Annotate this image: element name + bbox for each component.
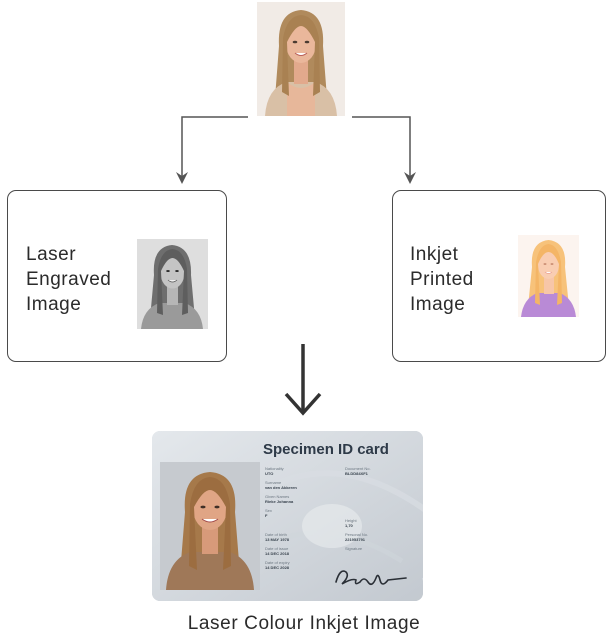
arrowhead-left	[176, 172, 188, 184]
field-label: Given Names	[265, 494, 290, 499]
field-label: Document No.	[345, 466, 371, 471]
label-line: Printed	[410, 269, 474, 290]
field-label: Date of birth	[265, 532, 287, 537]
field-label: Date of expiry	[265, 560, 290, 565]
label-line: Laser	[26, 244, 77, 265]
id-card-title: Specimen ID card	[263, 441, 389, 458]
id-card-field: Personal No. 221953791	[345, 532, 368, 542]
field-value: Rieke Johanna	[265, 499, 294, 504]
field-label: Date of issue	[265, 546, 289, 551]
field-label: Nationality	[265, 466, 284, 471]
field-value: van den Akkeren	[265, 485, 297, 490]
field-value: 221953791	[345, 537, 366, 542]
id-card-field: Sex F	[265, 508, 272, 518]
label-line: Inkjet	[410, 244, 459, 265]
label-line: Image	[410, 294, 466, 315]
field-label: Sex	[265, 508, 272, 513]
arrowhead-right	[404, 172, 416, 184]
field-value: BLDD84XF1	[345, 471, 368, 476]
id-card-photo	[160, 462, 260, 590]
laser-engraved-portrait-image	[137, 239, 208, 329]
arrow-to-inkjet-printed	[352, 116, 411, 178]
id-card-field: Date of birth 13 MAY 1978	[265, 532, 289, 542]
field-value: 13 MAY 1978	[265, 537, 290, 542]
laser-engraved-label: Laser Engraved Image	[26, 242, 111, 317]
inkjet-printed-portrait-image	[518, 235, 579, 317]
id-card-field: Date of issue 14 DEC 2018	[265, 546, 289, 556]
id-card-field: Height 1,70	[345, 518, 357, 528]
caption: Laser Colour Inkjet Image	[187, 613, 421, 634]
field-label: Signature	[345, 546, 363, 551]
field-label: Height	[345, 518, 357, 523]
source-portrait-image	[257, 2, 345, 116]
label-line: Image	[26, 294, 82, 315]
field-value: 14 DEC 2028	[265, 565, 290, 570]
field-value: F	[265, 513, 268, 518]
id-card-field: Date of expiry 14 DEC 2028	[265, 560, 290, 570]
id-card-field: Surname van den Akkeren	[265, 480, 297, 490]
id-card-field: Document No. BLDD84XF1	[345, 466, 371, 476]
inkjet-printed-label: Inkjet Printed Image	[410, 242, 474, 317]
arrow-to-laser-engraved	[181, 116, 248, 178]
field-value: 14 DEC 2018	[265, 551, 290, 556]
field-label: Personal No.	[345, 532, 369, 537]
label-line: Engraved	[26, 269, 112, 290]
field-label: Surname	[265, 480, 282, 485]
field-value: 1,70	[345, 523, 353, 528]
signature-image	[335, 570, 407, 586]
id-card-field: Nationality UTO	[265, 466, 284, 476]
field-value: UTO	[265, 471, 274, 476]
down-arrow-icon	[284, 344, 322, 416]
id-card-field: Given Names Rieke Johanna	[265, 494, 293, 504]
id-card-field: Signature	[345, 546, 362, 551]
